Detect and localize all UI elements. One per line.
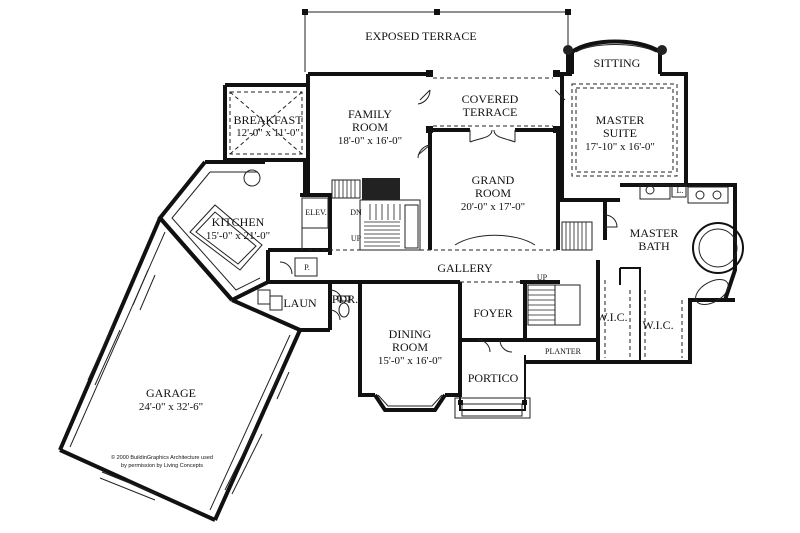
copyright-line-1: © 2000 BuildinGraphics Architecture used — [111, 454, 213, 461]
laun-label: LAUN — [283, 296, 317, 310]
linen-label: L. — [677, 186, 684, 195]
exposed-terrace-label: EXPOSED TERRACE — [365, 29, 476, 43]
gallery-stair — [527, 221, 593, 326]
breakfast-label: BREAKFAST — [233, 113, 303, 127]
elev-label: ELEV. — [305, 208, 326, 217]
garage-label: GARAGE — [146, 386, 196, 400]
dining-room-label-1: DINING — [389, 327, 432, 341]
pantry-label: P. — [304, 263, 310, 272]
powder-room-fixtures — [337, 295, 351, 318]
dining-room-label-2: ROOM — [392, 340, 428, 354]
family-room-label-1: FAMILY — [348, 107, 392, 121]
sitting-bay — [563, 39, 667, 74]
covered-terrace-label-2: TERRACE — [463, 105, 518, 119]
planter-label: PLANTER — [545, 347, 582, 356]
master-suite-ceiling — [571, 83, 678, 177]
garage — [58, 216, 302, 522]
stair-dn-mark: DN — [350, 208, 362, 217]
wic-1-label: W.I.C. — [596, 310, 627, 324]
copyright-line-2: by permission by Living Concepts — [121, 463, 203, 469]
door-swings — [279, 89, 618, 353]
stair-up-mark: UP — [351, 234, 362, 243]
master-suite-label-2: SUITE — [603, 126, 637, 140]
family-room-dims: 18'-0" x 16'-0" — [338, 135, 402, 147]
exposed-terrace-outline — [302, 9, 571, 72]
closet-rods — [604, 267, 683, 362]
exterior-walls — [306, 52, 737, 411]
grand-room-dims: 20'-0" x 17'-0" — [461, 201, 525, 213]
room-labels: EXPOSED TERRACE SITTING BREAKFAST 12'-0"… — [111, 29, 683, 469]
master-bath-label-1: MASTER — [630, 226, 679, 240]
grand-room-label-2: ROOM — [475, 186, 511, 200]
gallery-stair-up-mark: UP — [537, 273, 548, 282]
wic-2-label: W.I.C. — [642, 318, 673, 332]
pdr-label: PDR. — [332, 292, 358, 306]
covered-terrace-label-1: COVERED — [462, 92, 519, 106]
dining-room-dims: 15'-0" x 16'-0" — [378, 355, 442, 367]
garage-dims: 24'-0" x 32'-6" — [139, 401, 203, 413]
family-room-label-2: ROOM — [352, 120, 388, 134]
portico-steps — [454, 397, 531, 419]
gallery-label: GALLERY — [437, 261, 493, 275]
foyer-label: FOYER — [473, 306, 512, 320]
main-stair — [331, 178, 421, 251]
service-rooms — [257, 193, 332, 332]
kitchen-dims: 15'-0" x 21'-0" — [206, 230, 270, 242]
breakfast-room — [223, 83, 308, 195]
sitting-label: SITTING — [594, 56, 641, 70]
grand-room-label-1: GRAND — [472, 173, 515, 187]
master-bath-label-2: BATH — [638, 239, 670, 253]
kitchen-label: KITCHEN — [212, 215, 265, 229]
breakfast-dims: 12'-0" x 11'-0" — [236, 127, 300, 139]
master-bath-fixtures — [639, 184, 744, 305]
arch-and-dashes — [308, 77, 560, 283]
portico-label: PORTICO — [468, 371, 519, 385]
master-suite-dims: 17'-10" x 16'-0" — [585, 141, 655, 153]
master-suite-label-1: MASTER — [596, 113, 645, 127]
dining-bay — [373, 393, 447, 412]
